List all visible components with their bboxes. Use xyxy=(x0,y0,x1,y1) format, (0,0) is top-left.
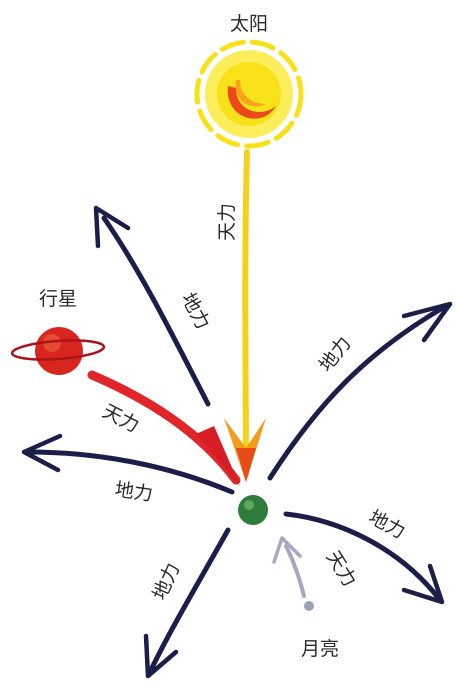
planet xyxy=(11,327,104,375)
earth-upper-right-arrow xyxy=(270,304,450,478)
earth-upper-right-shaft xyxy=(270,306,446,478)
earth-left-label: 地力 xyxy=(113,479,154,506)
earth-right-shaft xyxy=(286,514,440,600)
moon xyxy=(304,601,314,611)
earth-highlight xyxy=(244,500,254,510)
earth-upper-right-label: 地力 xyxy=(315,333,356,377)
sun-label: 太阳 xyxy=(230,13,268,35)
sun xyxy=(197,42,301,146)
planet-pull-label: 天力 xyxy=(99,400,143,437)
moon-pull-shaft xyxy=(286,546,304,596)
earth-right-label: 地力 xyxy=(365,506,409,543)
earth-lower-left-arrow xyxy=(146,530,228,676)
earth-disc xyxy=(238,495,268,525)
moon-label: 月亮 xyxy=(301,638,339,660)
planet-label: 行星 xyxy=(39,288,77,310)
planet-disc xyxy=(35,327,83,375)
earth xyxy=(238,495,268,525)
earth-right-arrow xyxy=(286,514,442,602)
sun-pull-label: 天力 xyxy=(216,203,238,241)
sun-pull-arrow xyxy=(224,152,266,482)
earth-lower-left-label: 地力 xyxy=(149,560,185,604)
moon-pull-arrow xyxy=(274,538,304,596)
moon-pull-label: 天力 xyxy=(322,547,361,591)
sun-pull-shaft xyxy=(245,152,247,474)
earth-upper-left-label: 地力 xyxy=(177,289,214,333)
moon-disc xyxy=(304,601,314,611)
